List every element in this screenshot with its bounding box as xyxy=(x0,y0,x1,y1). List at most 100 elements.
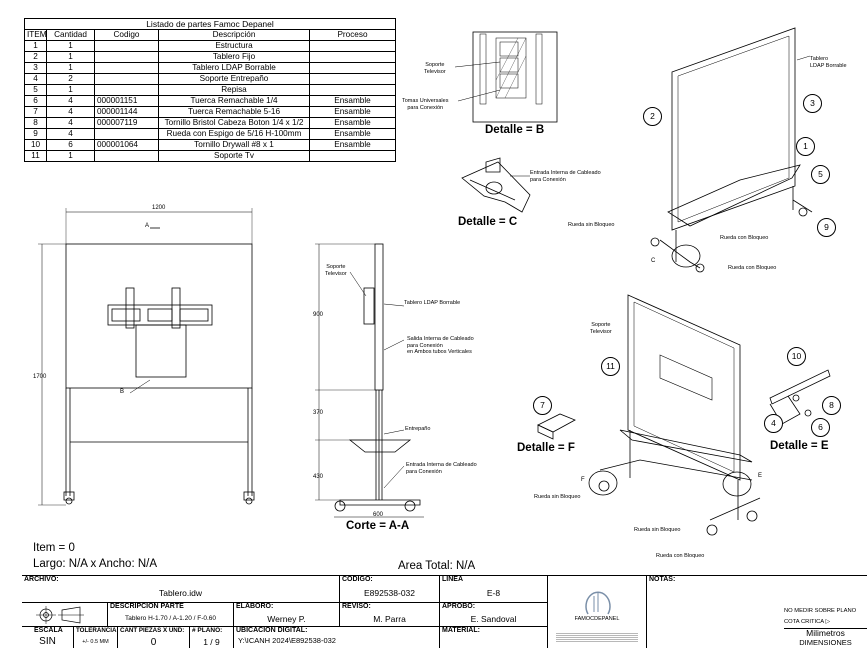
detail-c-drawing xyxy=(461,157,531,213)
units-box: Milimetros DIMENSIONES xyxy=(784,628,867,647)
balloon-11: 11 xyxy=(601,357,620,376)
side-salida-label: Salida Interna de Cableado para Conexión… xyxy=(407,336,474,355)
front-width-dimension: 1200 xyxy=(152,205,166,211)
iso-bottom-drawing xyxy=(588,294,761,536)
detail-c-entrada-label: Entrada Interna de Cableado para Conexió… xyxy=(530,170,601,183)
detail-e-title: Detalle = E xyxy=(770,440,829,452)
ubicacion-value: Y:\ICANH 2024\E892538-032 xyxy=(238,636,336,645)
side-soporte-label: Soporte Televisor xyxy=(325,264,347,277)
codigo-heading: CODIGO: xyxy=(342,576,373,583)
side-view-drawing xyxy=(315,243,424,518)
escala-value: SIN xyxy=(39,636,56,647)
balloon-4: 4 xyxy=(764,414,783,433)
parts-list-table: Listado de partes Famoc Depanel ITEM Can… xyxy=(24,18,396,162)
aprobo-value: E. Sandoval xyxy=(470,614,517,624)
cant-piezas-heading: CANT PIEZAS X UND: xyxy=(120,627,185,634)
cell-proceso xyxy=(309,150,396,162)
ubicacion-heading: UBICACION DIGITAL: xyxy=(236,627,308,634)
balloon-5: 5 xyxy=(811,165,830,184)
side-dim-370: 370 xyxy=(313,410,324,416)
cota-triangle-icon: ▷ xyxy=(825,619,830,625)
plano-value: 1 / 9 xyxy=(203,637,220,647)
iso-bottom-rueda-sin-2-label: Rueda sin Bloqueo xyxy=(634,527,681,533)
side-dim-600: 600 xyxy=(373,512,384,518)
legal-text xyxy=(556,632,638,642)
detail-b-drawing xyxy=(472,31,558,123)
detail-b-title: Detalle = B xyxy=(485,124,545,136)
archivo-value: Tablero.idw xyxy=(159,588,202,598)
side-dim-430: 430 xyxy=(313,474,324,480)
detail-b-tomas-label: Tomas Universales para Conexión xyxy=(402,98,449,111)
iso-top-drawing xyxy=(650,27,813,273)
elaboro-heading: ELABORO: xyxy=(236,603,274,610)
iso-top-tablero-label: Tablero LDAP Borrable xyxy=(810,56,847,69)
balloon-10: 10 xyxy=(787,347,806,366)
aprobo-heading: APROBO: xyxy=(442,603,476,610)
linea-value: E-8 xyxy=(486,588,501,598)
third-angle-projection-icon xyxy=(36,606,84,624)
famoc-logo-icon xyxy=(585,591,611,615)
side-tablero-label: Tablero LDAP Borrable xyxy=(404,300,461,306)
detail-f-title: Detalle = F xyxy=(517,442,575,454)
cant-piezas-value: 0 xyxy=(150,637,157,648)
iso-top-rueda-con-1-label: Rueda con Bloqueo xyxy=(720,235,769,241)
front-view-drawing xyxy=(38,208,255,506)
cota-critica-label: COTA CRITICA xyxy=(784,619,824,625)
cell-item: 11 xyxy=(24,150,47,162)
projection-symbol xyxy=(22,603,108,627)
iso-bottom-rueda-sin-1-label: Rueda sin Bloqueo xyxy=(534,494,581,500)
codigo-value: E892538-032 xyxy=(363,588,416,598)
balloon-2: 2 xyxy=(643,107,662,126)
detail-b-soporte-label: Soporte Televisor xyxy=(424,62,446,75)
detail-b-marker: B xyxy=(120,389,125,395)
descripcion-value: Tablero H-1.70 / A-1.20 / F-0.60 xyxy=(124,615,217,622)
detail-f-marker: F xyxy=(581,477,585,483)
logo-text: FAMOCDEPANEL xyxy=(574,616,620,622)
balloon-8: 8 xyxy=(822,396,841,415)
detail-f-drawing xyxy=(537,413,576,440)
section-a-marker: A xyxy=(145,223,150,229)
cell-cantidad: 1 xyxy=(46,150,95,162)
tolerancia-heading: TOLERANCIA xyxy=(76,627,117,634)
item-count: Item = 0 xyxy=(33,542,75,554)
balloon-9: 9 xyxy=(817,218,836,237)
parts-list-title: Listado de partes Famoc Depanel xyxy=(24,18,396,29)
iso-bottom-soporte-label: Soporte Televisor xyxy=(590,322,612,335)
detail-c-title: Detalle = C xyxy=(458,216,518,228)
tolerancia-value: +/- 0.5 MM xyxy=(82,639,109,645)
iso-top-rueda-sin-label: Rueda sin Bloqueo xyxy=(568,222,615,228)
units-value: Milimetros xyxy=(806,628,845,638)
material-heading: MATERIAL: xyxy=(442,627,480,634)
elaboro-value: Werney P. xyxy=(267,614,306,624)
dimensions-label: DIMENSIONES xyxy=(799,638,852,647)
front-height-dimension: 1700 xyxy=(33,374,47,380)
balloon-3: 3 xyxy=(803,94,822,113)
balloon-6: 6 xyxy=(811,418,830,437)
detail-e-marker: E xyxy=(758,473,763,479)
descripcion-heading: DESCRIPCION PARTE xyxy=(110,603,184,610)
title-block: ARCHIVO: Tablero.idw CODIGO: E892538-032… xyxy=(22,575,867,648)
reviso-heading: REVISO: xyxy=(342,603,371,610)
logo-area: FAMOCDEPANEL xyxy=(548,576,647,648)
area-total: Area Total: N/A xyxy=(398,560,476,572)
archivo-heading: ARCHIVO: xyxy=(24,576,59,583)
side-entrada-label: Entrada Interna de Cableado para Conexió… xyxy=(406,462,477,475)
balloon-1: 1 xyxy=(796,137,815,156)
notas-heading: NOTAS: xyxy=(649,576,676,583)
iso-top-rueda-con-2-label: Rueda con Bloqueo xyxy=(728,265,777,271)
side-dim-900: 900 xyxy=(313,312,324,318)
balloon-7: 7 xyxy=(533,396,552,415)
section-aa-title: Corte = A-A xyxy=(346,520,410,532)
detail-c-marker: C xyxy=(651,258,656,264)
parts-header-row: ITEM Cantidad Codigo Descripción Proceso xyxy=(24,29,396,41)
plano-heading: # PLANO: xyxy=(192,627,223,634)
linea-heading: LINEA xyxy=(442,576,463,583)
no-medir-note: NO MEDIR SOBRE PLANO xyxy=(784,608,857,614)
reviso-value: M. Parra xyxy=(373,614,406,624)
